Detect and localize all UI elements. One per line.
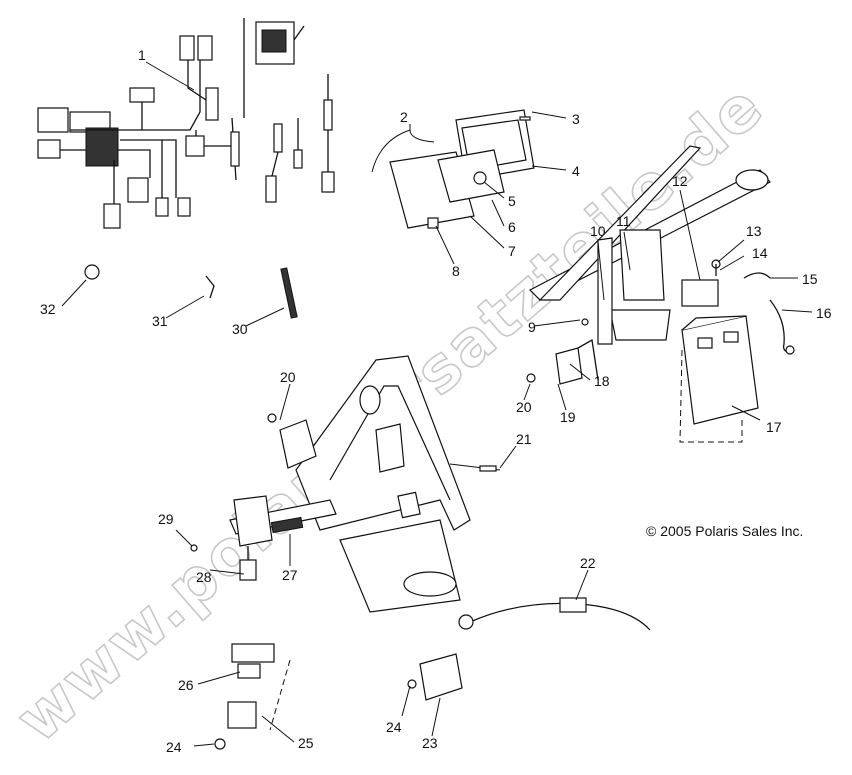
ignition-module	[267, 413, 501, 472]
callout-15: 15	[802, 271, 818, 287]
callout-13: 13	[746, 223, 762, 239]
callout-27: 27	[282, 567, 298, 583]
relay-bracket	[526, 318, 599, 385]
callout-10: 10	[590, 223, 606, 239]
callout-12: 12	[672, 173, 688, 189]
cdi-module	[190, 495, 304, 581]
callout-2: 2	[400, 109, 408, 125]
callout-25: 25	[298, 735, 314, 751]
lower-relays	[214, 643, 463, 750]
chassis-frame	[229, 355, 471, 613]
battery-cables	[711, 259, 795, 355]
leader-lines	[61, 61, 813, 747]
callout-26: 26	[178, 677, 194, 693]
callout-8: 8	[452, 263, 460, 279]
callout-23: 23	[422, 735, 438, 751]
wiring-harness	[37, 35, 240, 229]
callout-5: 5	[508, 193, 516, 209]
callout-21: 21	[516, 431, 532, 447]
copyright-notice: © 2005 Polaris Sales Inc.	[646, 523, 803, 539]
callout-11: 11	[616, 213, 631, 229]
callouts: 1 2 3 4 5 6 7 8 9 10 11 12 13 14 15 16 1…	[40, 47, 832, 755]
battery	[679, 279, 759, 443]
callout-4: 4	[572, 163, 580, 179]
callout-19: 19	[560, 409, 576, 425]
ground-cable	[458, 597, 651, 631]
callout-16: 16	[816, 305, 832, 321]
callout-29: 29	[158, 511, 174, 527]
callout-20a: 20	[280, 369, 296, 385]
callout-7: 7	[508, 243, 516, 259]
callout-24b: 24	[166, 739, 182, 755]
callout-22: 22	[580, 555, 596, 571]
callout-14: 14	[752, 245, 768, 261]
callout-6: 6	[508, 219, 516, 235]
loose-parts	[84, 264, 298, 319]
callout-1: 1	[138, 47, 146, 63]
sub-harness	[243, 18, 335, 203]
callout-28: 28	[196, 569, 212, 585]
callout-20b: 20	[516, 399, 532, 415]
callout-24a: 24	[386, 719, 402, 735]
callout-17: 17	[766, 419, 782, 435]
callout-9: 9	[528, 319, 536, 335]
rear-frame	[528, 145, 771, 345]
callout-31: 31	[152, 313, 168, 329]
taillight-assembly	[389, 109, 535, 229]
callout-3: 3	[572, 111, 580, 127]
callout-18: 18	[594, 373, 610, 389]
callout-32: 32	[40, 301, 56, 317]
callout-30: 30	[232, 321, 248, 337]
